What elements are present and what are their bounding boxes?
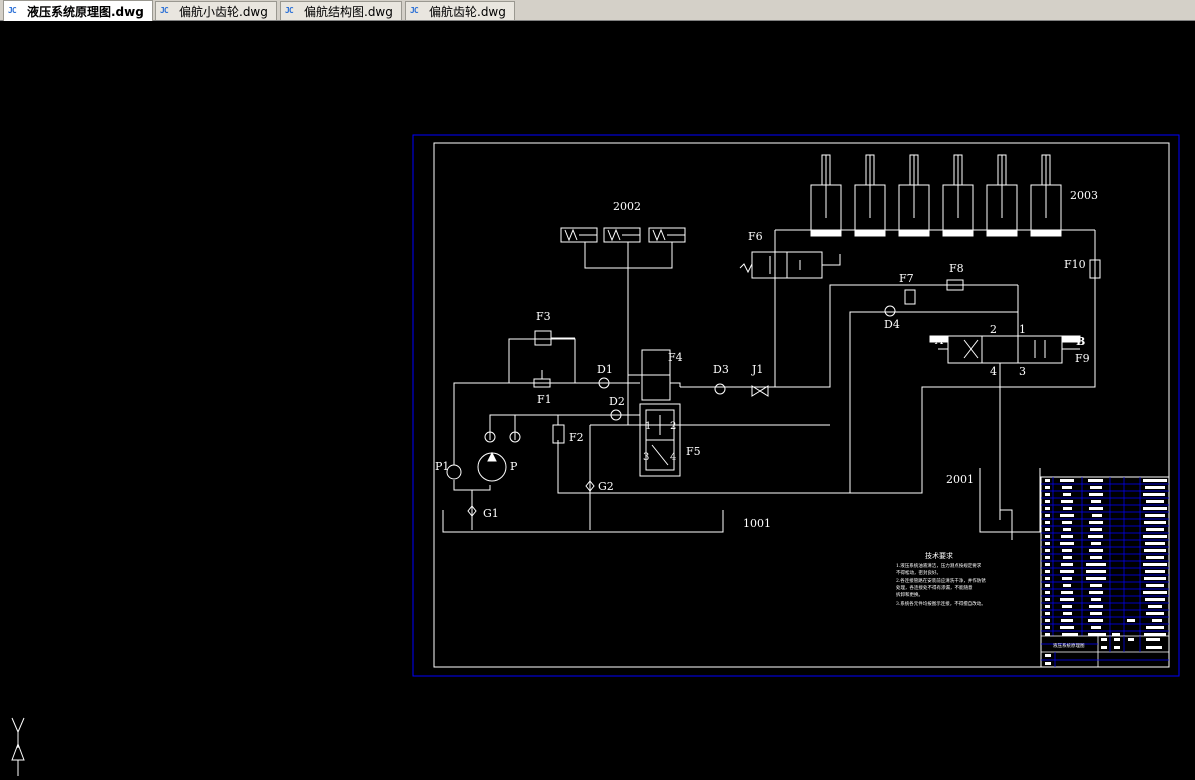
label-f7: F7 (899, 272, 914, 285)
label-f5-port-2: 2 (670, 421, 676, 432)
dwg-file-icon: JC (8, 6, 17, 15)
notes-line: 处理，各连接处不得有渗漏，不能随意 (896, 584, 973, 591)
component-labels: 2002 2003 2001 1001 F3 F1 F2 F4 F5 F6 F7… (435, 189, 1098, 530)
file-tab-bar: JC 液压系统原理图.dwg JC 偏航小齿轮.dwg JC 偏航结构图.dwg… (0, 0, 1195, 21)
label-g2: G2 (598, 480, 614, 493)
brake-units-2002 (560, 227, 686, 425)
title-block-name: 液压系统原理图 (1053, 642, 1085, 649)
notes-line: 2.各连接管路在安装前应清洗干净，并作防锈 (896, 577, 986, 584)
dwg-file-icon: JC (410, 6, 419, 15)
tab-hydraulic-schematic[interactable]: JC 液压系统原理图.dwg (3, 0, 153, 21)
drawing-canvas[interactable]: 2002 2003 2001 1001 F3 F1 F2 F4 F5 F6 F7… (0, 21, 1195, 776)
label-f5-port-4: 4 (670, 452, 676, 463)
parts-list-table: 液压系统原理图 (1040, 476, 1170, 668)
technical-notes: 技术要求 1.液压系统油液清洁，压力测点按规定要求 不得松动，密封良好。 2.各… (896, 551, 986, 607)
cylinder-bank-2003 (810, 154, 1062, 237)
label-p1: P1 (435, 460, 449, 473)
label-a: A (934, 334, 944, 347)
label-port-3: 3 (1019, 365, 1026, 378)
tab-label: 偏航小齿轮.dwg (179, 4, 268, 19)
tab-yaw-gear[interactable]: JC 偏航齿轮.dwg (405, 1, 515, 20)
dwg-file-icon: JC (285, 6, 294, 15)
label-f5-port-3: 3 (643, 452, 649, 463)
notes-line: 拆卸和更换。 (896, 591, 923, 598)
label-port-1: 1 (1019, 323, 1026, 336)
label-f2: F2 (569, 431, 584, 444)
label-f4: F4 (668, 351, 683, 364)
label-port-4: 4 (990, 365, 997, 378)
label-f6: F6 (748, 230, 763, 243)
label-f5-port-1: 1 (645, 421, 651, 432)
label-g1: G1 (483, 507, 499, 520)
label-d1: D1 (597, 363, 613, 376)
tab-label: 偏航结构图.dwg (304, 4, 393, 19)
tab-yaw-pinion[interactable]: JC 偏航小齿轮.dwg (155, 1, 277, 20)
ucs-icon (11, 717, 25, 776)
label-j1: J1 (751, 363, 763, 376)
label-d2: D2 (609, 395, 625, 408)
cad-drawing: 2002 2003 2001 1001 F3 F1 F2 F4 F5 F6 F7… (11, 134, 1180, 776)
label-port-2: 2 (990, 323, 997, 336)
notes-line: 1.液压系统油液清洁，压力测点按规定要求 (896, 562, 982, 569)
label-f10: F10 (1064, 258, 1086, 271)
notes-line: 3.系统各元件均按图示连接，不得擅自改动。 (896, 600, 986, 607)
label-d4: D4 (884, 318, 900, 331)
notes-title: 技术要求 (925, 551, 953, 560)
dwg-file-icon: JC (160, 6, 169, 15)
label-2001: 2001 (946, 473, 974, 486)
hydraulic-lines (442, 154, 1101, 540)
tab-label: 液压系统原理图.dwg (27, 4, 144, 19)
label-1001: 1001 (743, 517, 771, 530)
tab-label: 偏航齿轮.dwg (429, 4, 506, 19)
label-d3: D3 (713, 363, 729, 376)
sheet-border (412, 134, 1180, 677)
drawing-frame (433, 142, 1170, 668)
tab-yaw-structure[interactable]: JC 偏航结构图.dwg (280, 1, 402, 20)
label-f9: F9 (1075, 352, 1090, 365)
notes-line: 不得松动，密封良好。 (896, 569, 941, 576)
label-p: P (510, 460, 518, 473)
label-f8: F8 (949, 262, 964, 275)
label-b: B (1076, 335, 1085, 348)
label-f5: F5 (686, 445, 701, 458)
label-2003: 2003 (1070, 189, 1098, 202)
label-f1: F1 (537, 393, 552, 406)
label-f3: F3 (536, 310, 551, 323)
label-2002: 2002 (613, 200, 641, 213)
